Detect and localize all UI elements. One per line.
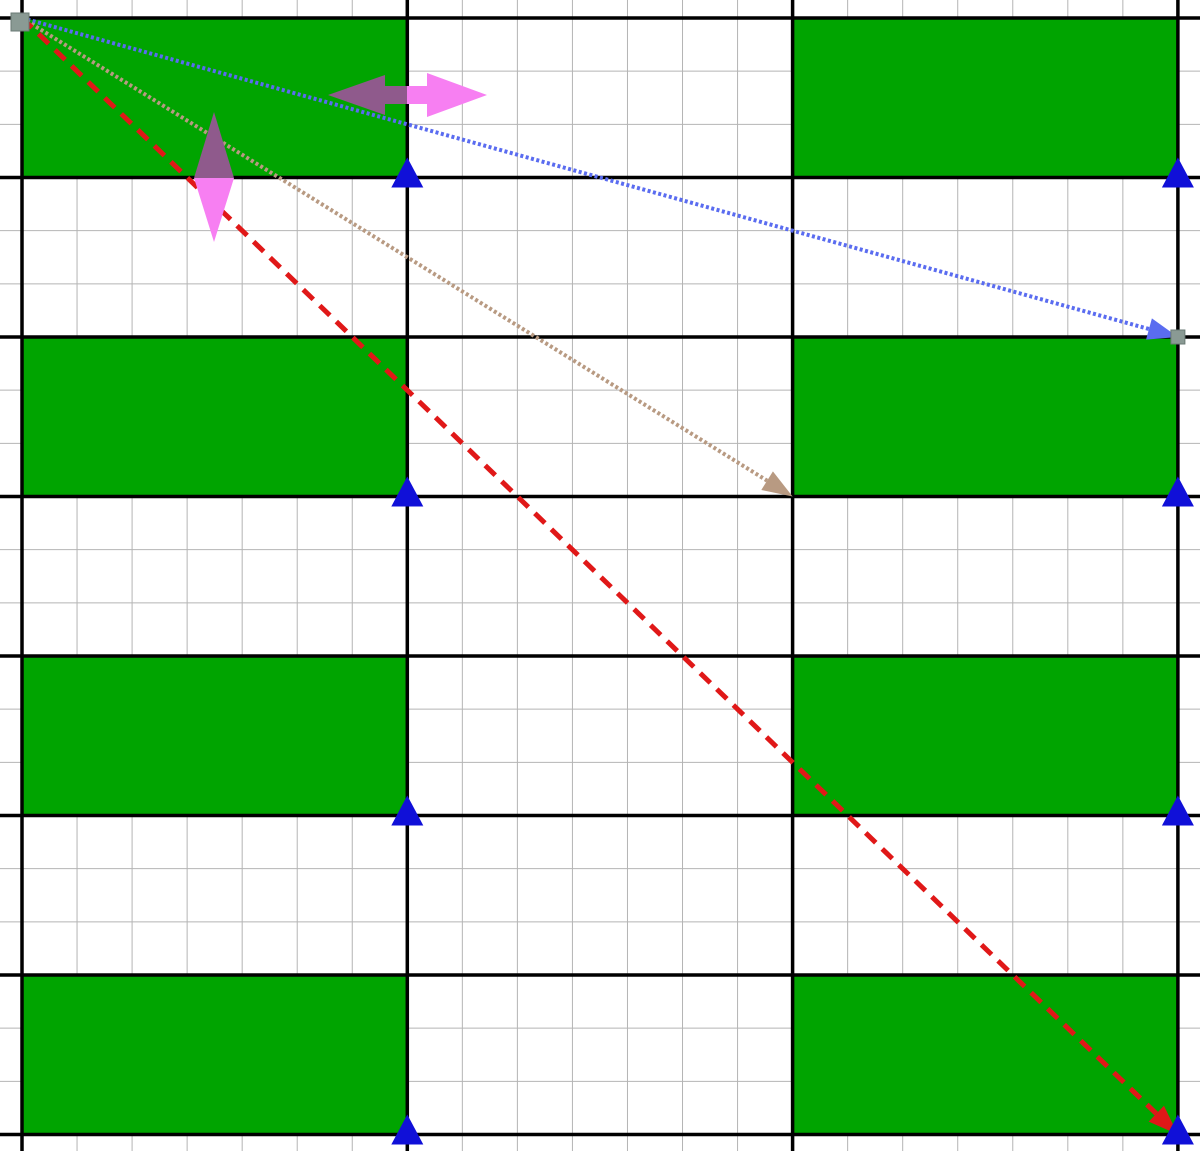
vertex-marker-triangle-4 xyxy=(391,795,424,826)
vertex-marker-triangle-7 xyxy=(1161,1114,1194,1145)
vertex-marker-triangle-0 xyxy=(391,157,424,188)
filled-cell-cover-2 xyxy=(23,338,407,496)
resize-arrows-layer xyxy=(194,73,487,242)
filled-cell-cover-4 xyxy=(23,657,407,815)
resize-arrow-vertical-up[interactable] xyxy=(194,112,234,178)
filled-cell-cover-5 xyxy=(793,657,1177,815)
filled-cell-cover-7 xyxy=(793,976,1177,1134)
resize-arrow-horizontal-left[interactable] xyxy=(328,75,407,115)
selection-handle-1[interactable] xyxy=(1170,329,1186,345)
vertex-marker-triangle-5 xyxy=(1161,795,1194,826)
vertex-marker-triangle-3 xyxy=(1161,476,1194,507)
resize-arrow-vertical-down[interactable] xyxy=(194,178,234,242)
arrowhead-red-dashed xyxy=(1148,1105,1178,1135)
resize-arrow-horizontal-right[interactable] xyxy=(407,73,487,117)
connector-blue-dotted xyxy=(21,16,1150,331)
filled-cell-cover-3 xyxy=(793,338,1177,496)
connectors-layer xyxy=(20,16,1178,1135)
vertex-markers-layer xyxy=(391,157,1194,1145)
arrowhead-tan-dotted xyxy=(761,471,793,497)
arrowhead-blue-dotted xyxy=(1146,318,1178,340)
selection-handle-0[interactable] xyxy=(10,12,30,32)
connector-red-dashed xyxy=(20,16,1159,1116)
vertex-marker-triangle-1 xyxy=(1161,157,1194,188)
vertex-marker-triangle-2 xyxy=(391,476,424,507)
filled-cell-cover-1 xyxy=(793,19,1177,177)
handles-layer xyxy=(10,12,1186,345)
vertex-marker-triangle-6 xyxy=(391,1114,424,1145)
filled-cell-cover-6 xyxy=(23,976,407,1134)
